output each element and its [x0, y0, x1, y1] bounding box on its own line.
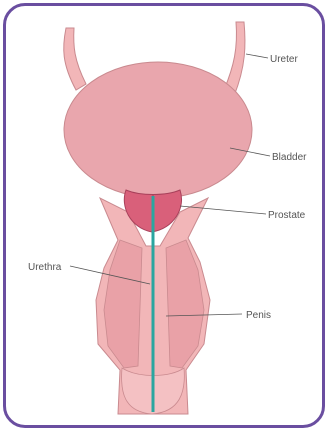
- label-bladder: Bladder: [272, 152, 307, 163]
- bladder-shape: [64, 62, 252, 198]
- label-prostate: Prostate: [268, 210, 306, 221]
- ureter-leader: [246, 54, 268, 58]
- label-penis: Penis: [246, 310, 271, 321]
- left-ureter: [64, 28, 86, 90]
- label-urethra: Urethra: [28, 262, 62, 273]
- label-ureter: Ureter: [270, 54, 298, 65]
